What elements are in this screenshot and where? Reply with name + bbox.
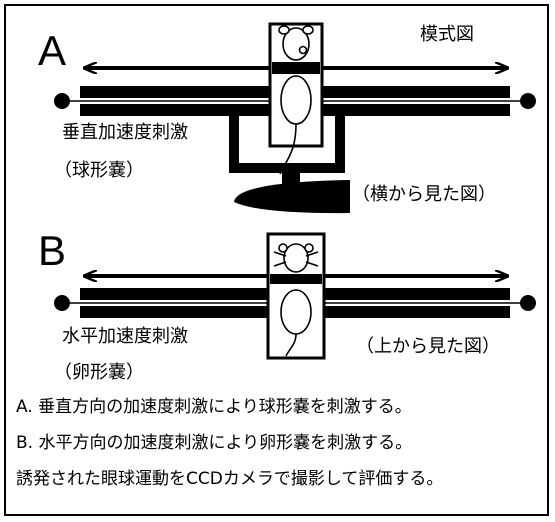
note-evaluation: 誘発された眼球運動をCCDカメラで撮影して評価する。 bbox=[16, 469, 444, 489]
note-b: B. 水平方向の加速度刺激により卵形嚢を刺激する。 bbox=[16, 433, 413, 453]
figure-frame bbox=[4, 4, 549, 516]
panel-a-apparatus bbox=[54, 22, 536, 214]
panel-b-left-knob bbox=[54, 295, 70, 311]
note-a: A. 垂直方向の加速度刺激により球形嚢を刺激する。 bbox=[16, 397, 412, 417]
panel-a-right-knob bbox=[520, 93, 536, 109]
panel-b-view-label: （上から見た図） bbox=[356, 336, 500, 357]
panel-b-mouse-icon bbox=[273, 243, 319, 357]
panel-a-stimulus-label: 垂直加速度刺激 bbox=[62, 122, 188, 143]
panel-a-mouse-icon bbox=[278, 25, 314, 175]
panel-a-view-label: （横から見た図） bbox=[352, 184, 496, 205]
panel-b-organ-label: （卵形嚢） bbox=[54, 362, 144, 383]
figure-title: 模式図 bbox=[420, 24, 474, 45]
panel-b-stimulus-label: 水平加速度刺激 bbox=[62, 326, 188, 347]
panel-a-left-knob bbox=[54, 93, 70, 109]
panel-a-holder-band bbox=[272, 62, 320, 74]
panel-b-apparatus bbox=[54, 232, 536, 360]
panel-b-right-knob bbox=[520, 295, 536, 311]
panel-a-base bbox=[234, 180, 350, 214]
panel-b-letter: B bbox=[38, 227, 67, 274]
panel-a-organ-label: （球形嚢） bbox=[54, 160, 144, 181]
panel-b-holder-band bbox=[270, 274, 322, 284]
panel-a-letter: A bbox=[38, 27, 67, 74]
